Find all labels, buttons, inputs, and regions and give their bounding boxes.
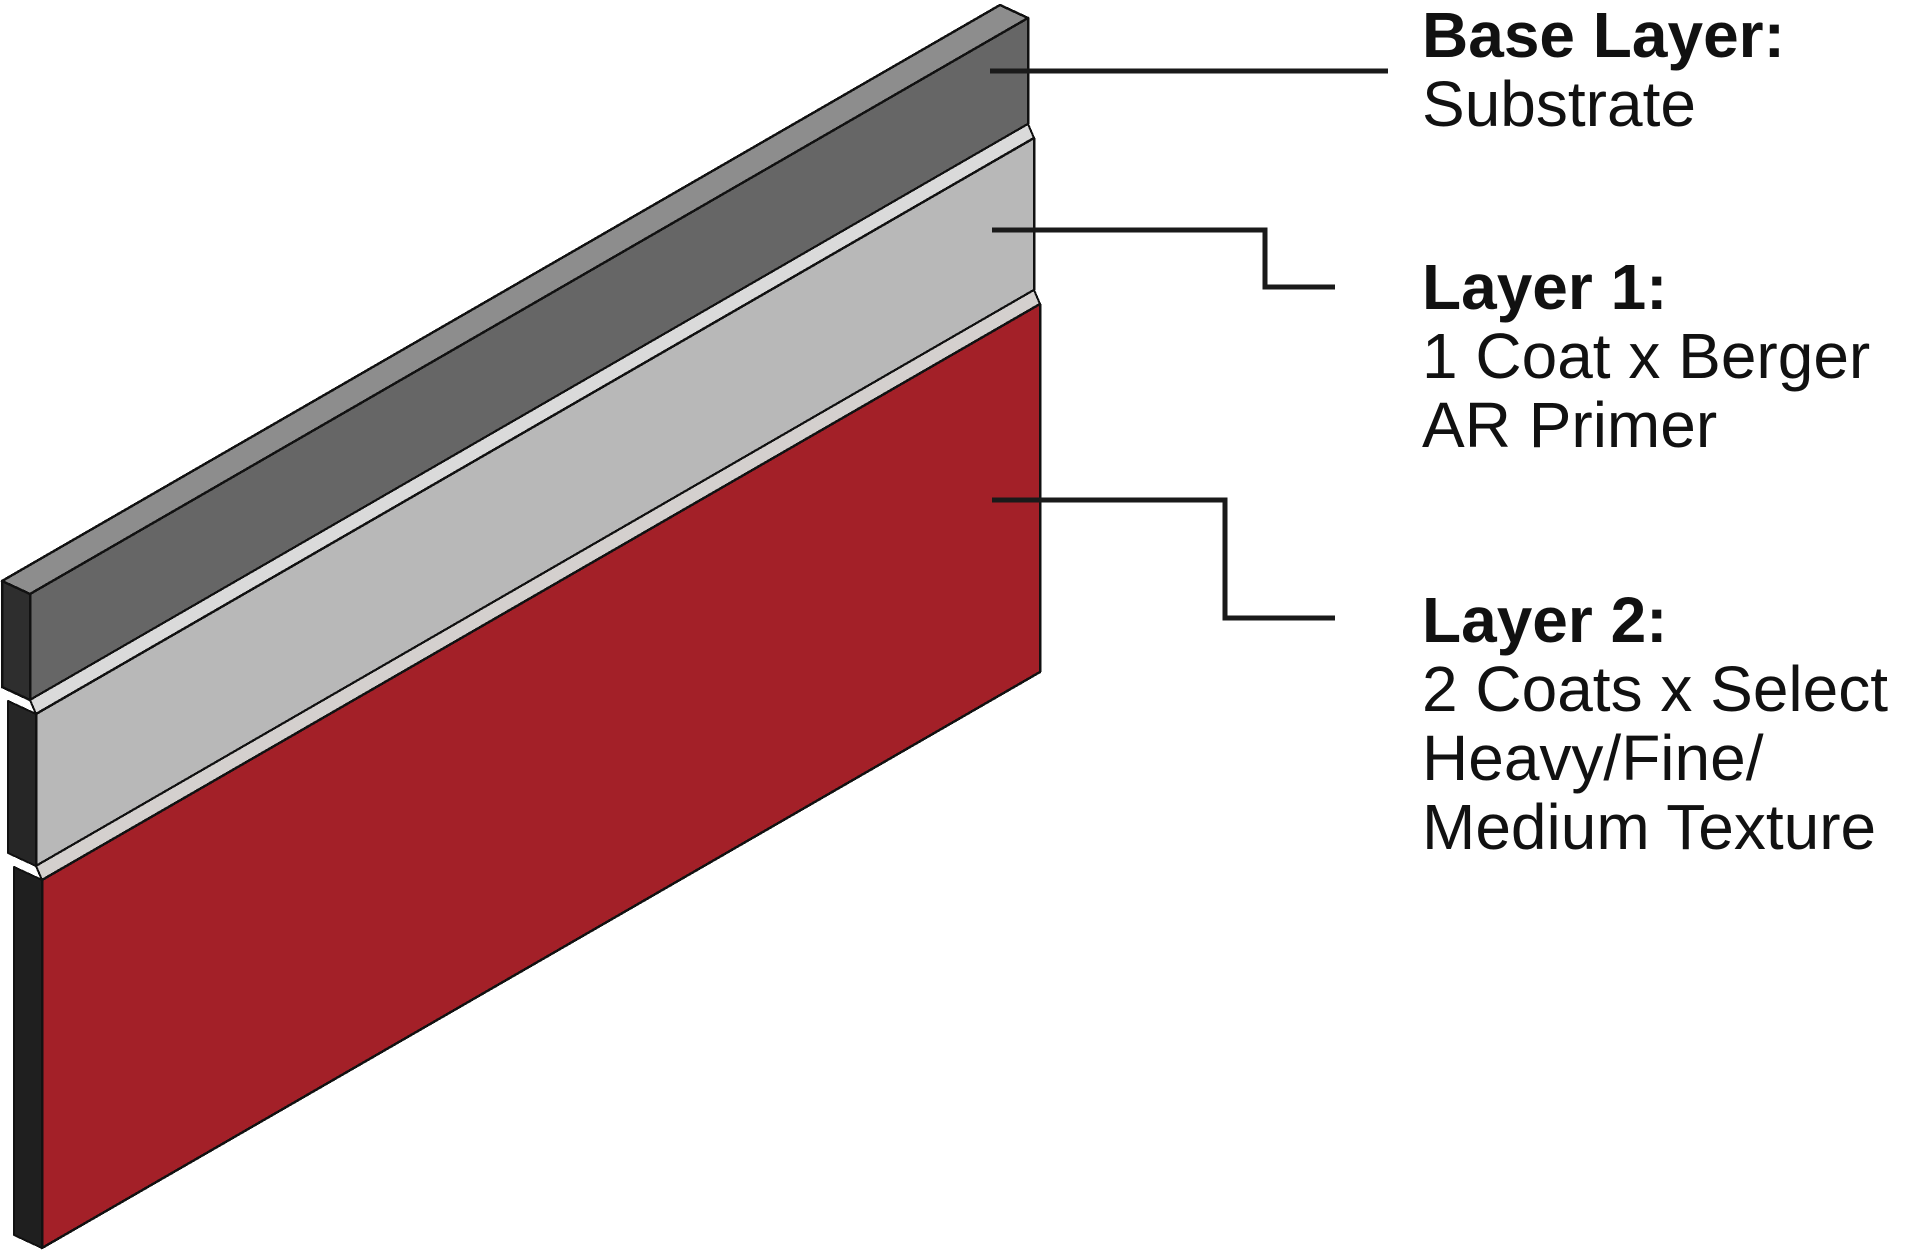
leader-line-layer1 (992, 227, 1335, 290)
texture-coat-slab (13, 289, 1042, 1250)
texture-coat-left-edge-face (13, 866, 43, 1249)
label-layer1-title: Layer 1: (1422, 251, 1668, 323)
label-base-layer-title: Base Layer: (1422, 0, 1785, 71)
label-layer1-description-line1: 1 Coat x Berger (1422, 320, 1871, 392)
label-layer1-description-line2: AR Primer (1422, 389, 1718, 461)
leader-line-layer2 (992, 497, 1335, 621)
label-layer2-description-line2: Heavy/Fine/ (1422, 722, 1764, 794)
label-layer2-title: Layer 2: (1422, 584, 1668, 656)
substrate-left-edge-face (0, 579, 32, 702)
label-layer2-description-line3: Medium Texture (1422, 791, 1877, 863)
label-layer2: Layer 2: 2 Coats x Select Heavy/Fine/ Me… (1422, 586, 1888, 862)
label-layer1: Layer 1: 1 Coat x Berger AR Primer (1422, 253, 1870, 460)
leader-lines (990, 68, 1388, 621)
label-base-layer: Base Layer: Substrate (1422, 1, 1785, 139)
primer-left-edge-face (7, 700, 37, 867)
texture-coat-front-face (40, 302, 1042, 1250)
label-base-layer-description: Substrate (1422, 68, 1696, 140)
label-layer2-description-line1: 2 Coats x Select (1422, 653, 1888, 725)
